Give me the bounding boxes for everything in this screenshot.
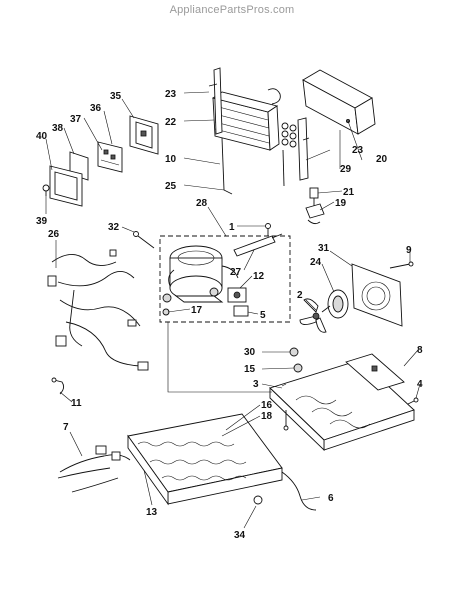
filter-drier-part[interactable] <box>233 233 283 257</box>
callout-23-right[interactable]: 23 <box>352 145 364 156</box>
callout-8[interactable]: 8 <box>417 345 423 356</box>
callout-27[interactable]: 27 <box>230 267 242 278</box>
callout-12[interactable]: 12 <box>253 271 265 282</box>
callout-37[interactable]: 37 <box>70 114 82 125</box>
fan-blade-part[interactable] <box>299 298 327 333</box>
compressor-assembly-frame <box>159 235 291 323</box>
callout-1[interactable]: 1 <box>229 222 235 233</box>
drain-fitting-part[interactable] <box>309 187 319 206</box>
start-relay-part[interactable] <box>233 305 249 317</box>
wire-harness-part[interactable] <box>47 249 149 371</box>
wire-part[interactable] <box>51 377 65 395</box>
assembly-guide-line <box>167 322 272 393</box>
condenser-bracket-left-part[interactable] <box>208 67 223 135</box>
callout-35[interactable]: 35 <box>110 91 122 102</box>
callout-18[interactable]: 18 <box>261 411 273 422</box>
callout-31[interactable]: 31 <box>318 243 330 254</box>
callout-40[interactable]: 40 <box>36 131 48 142</box>
condenser-tubes-part[interactable] <box>267 88 297 148</box>
callout-2[interactable]: 2 <box>297 290 303 301</box>
grommet-part[interactable] <box>289 347 303 373</box>
callout-labels: 23 22 10 25 28 1 35 36 37 38 40 39 26 32… <box>36 89 423 541</box>
callout-36[interactable]: 36 <box>90 103 102 114</box>
condenser-wire-part[interactable] <box>221 137 285 195</box>
control-cover-part[interactable] <box>129 115 159 155</box>
fan-shroud-part[interactable] <box>351 263 403 327</box>
board-screw-part[interactable] <box>42 184 50 196</box>
compressor-part[interactable] <box>168 245 239 301</box>
callout-17[interactable]: 17 <box>191 305 203 316</box>
callout-16[interactable]: 16 <box>261 400 273 411</box>
callout-10[interactable]: 10 <box>165 154 177 165</box>
overload-part[interactable] <box>227 287 247 303</box>
condenser-part[interactable] <box>211 91 280 151</box>
callout-9[interactable]: 9 <box>406 245 412 256</box>
callout-21[interactable]: 21 <box>343 187 355 198</box>
callout-24[interactable]: 24 <box>310 257 322 268</box>
callout-11[interactable]: 11 <box>71 398 82 409</box>
drain-hose-part[interactable] <box>281 471 317 511</box>
condenser-bracket-right-part[interactable] <box>297 117 310 181</box>
callout-34[interactable]: 34 <box>234 530 246 541</box>
fan-motor-part[interactable] <box>321 289 349 319</box>
callout-39[interactable]: 39 <box>36 216 48 227</box>
callout-5[interactable]: 5 <box>260 310 266 321</box>
callout-38[interactable]: 38 <box>52 123 64 134</box>
callout-leaders <box>45 91 421 529</box>
callout-32[interactable]: 32 <box>108 222 120 233</box>
callout-26[interactable]: 26 <box>48 229 60 240</box>
drain-clip-part[interactable] <box>305 203 325 225</box>
callout-28[interactable]: 28 <box>196 198 208 209</box>
callout-25[interactable]: 25 <box>165 181 177 192</box>
base-screw-part[interactable] <box>407 397 419 405</box>
callout-23-top[interactable]: 23 <box>165 89 177 100</box>
callout-6[interactable]: 6 <box>328 493 334 504</box>
callout-13[interactable]: 13 <box>146 507 158 518</box>
service-screw-part[interactable] <box>133 231 155 249</box>
callout-7[interactable]: 7 <box>63 422 69 433</box>
base-bolt-part[interactable] <box>283 410 289 431</box>
callout-20[interactable]: 20 <box>376 154 388 165</box>
control-board-part[interactable] <box>97 141 123 173</box>
hose-clamp-part[interactable] <box>253 495 263 505</box>
callout-29[interactable]: 29 <box>340 164 352 175</box>
fan-screw-part[interactable] <box>389 261 414 269</box>
callout-19[interactable]: 19 <box>335 198 347 209</box>
power-cord-part[interactable] <box>57 445 131 493</box>
drain-pan-part[interactable] <box>127 413 283 506</box>
control-box-part[interactable] <box>49 165 83 207</box>
callout-30[interactable]: 30 <box>244 347 256 358</box>
watermark: AppliancePartsPros.com <box>169 4 295 16</box>
control-bracket-part[interactable] <box>345 353 405 391</box>
callout-4[interactable]: 4 <box>417 379 423 390</box>
air-duct-part[interactable] <box>302 69 376 135</box>
callout-15[interactable]: 15 <box>244 364 256 375</box>
compressor-base-part[interactable] <box>174 295 224 303</box>
callout-3[interactable]: 3 <box>253 379 259 390</box>
callout-22[interactable]: 22 <box>165 117 177 128</box>
compressor-screw-part[interactable] <box>265 223 271 237</box>
